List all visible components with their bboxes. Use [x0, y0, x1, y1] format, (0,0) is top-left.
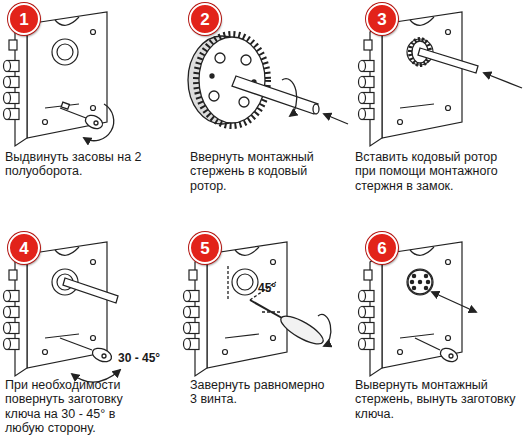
rotor-hole [209, 91, 219, 101]
step-badge: 5 [189, 232, 221, 264]
key-shaft [60, 108, 86, 118]
mounting-rod [418, 48, 478, 73]
rotor-pin [424, 286, 427, 289]
rotor-hole [239, 97, 249, 107]
step-number: 3 [377, 11, 386, 28]
step-2-art [188, 34, 348, 126]
screwdriver-shaft [250, 300, 282, 318]
rotor-pin [412, 286, 415, 289]
remove-arrow [432, 292, 476, 312]
step-caption: Ввернуть монтажный стержень в кодовый ро… [190, 150, 330, 193]
rod-end [313, 104, 319, 114]
screw-guide [227, 266, 228, 300]
step-caption: Вставить кодовый ротор при помощи монтаж… [355, 150, 510, 193]
mounting-rod [63, 278, 118, 303]
key-hole [94, 121, 98, 125]
step-badge: 3 [366, 3, 398, 35]
rotor-hole [215, 53, 225, 63]
screwdriver-handle [277, 311, 327, 349]
step-badge: 6 [366, 232, 398, 264]
rotor-pin [210, 74, 214, 78]
rotor-pin [410, 280, 413, 283]
step-badge: 1 [8, 3, 40, 35]
step-caption: Вывернуть монтажный стержень, вынуть заг… [355, 378, 527, 421]
angle-label: 30 - 45° [118, 352, 188, 366]
rotation-arrow [84, 104, 114, 141]
key-shaft [415, 338, 440, 350]
mounting-rod [232, 76, 318, 114]
step-caption: Выдвинуть засовы на 2 полуоборота. [5, 150, 145, 179]
insert-arrow [484, 73, 522, 88]
step-number: 6 [377, 240, 386, 257]
rotor-teeth [196, 34, 268, 126]
key-bow [83, 113, 104, 131]
rotor-pin [426, 280, 429, 283]
key-bow [90, 346, 113, 365]
insert-arrow [324, 114, 348, 124]
rotor-pin [424, 274, 427, 277]
key-hole [102, 354, 106, 358]
code-rotor [199, 37, 265, 123]
code-rotor [408, 270, 432, 294]
step-number: 1 [19, 11, 28, 28]
key-hole [449, 354, 453, 358]
rotation-arrow [318, 314, 331, 346]
key-bit [61, 102, 69, 109]
rotor-pin [412, 274, 415, 277]
rotor-hole [241, 55, 251, 65]
step-number: 4 [19, 240, 28, 257]
rotation-arrow [282, 79, 297, 116]
step-number: 5 [200, 240, 209, 257]
rotor-pin [418, 280, 421, 283]
step-caption: При необходимости повернуть заготовку кл… [5, 378, 135, 436]
step-badge: 4 [8, 232, 40, 264]
step-number: 2 [200, 11, 209, 28]
angle-label: 45° [258, 282, 298, 296]
key-bow [438, 346, 459, 364]
step-badge: 2 [189, 3, 221, 35]
key-shaft [60, 338, 92, 350]
step-caption: Завернуть равномерно 3 винта. [190, 378, 330, 407]
